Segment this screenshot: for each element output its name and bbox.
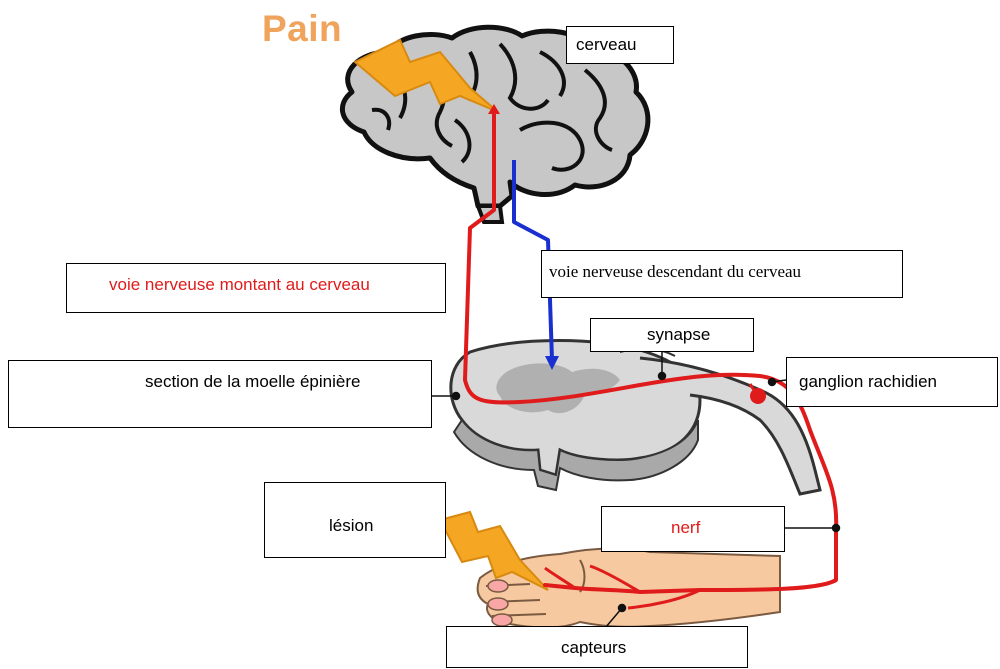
label-voie-descendant-text: voie nerveuse descendant du cerveau [549, 262, 801, 281]
label-nerf: nerf [601, 506, 785, 552]
label-voie-descendant: voie nerveuse descendant du cerveau [541, 250, 903, 298]
spinal-cord-section-icon [451, 341, 820, 495]
label-ganglion-text: ganglion rachidien [799, 372, 937, 391]
label-section-moelle-text: section de la moelle épinière [145, 372, 360, 391]
label-synapse-text: synapse [647, 325, 710, 344]
label-voie-montant: voie nerveuse montant au cerveau [66, 263, 446, 313]
label-voie-montant-text: voie nerveuse montant au cerveau [109, 275, 370, 294]
label-cerveau-text: cerveau [576, 35, 636, 54]
label-section-moelle: section de la moelle épinière [8, 360, 432, 428]
label-nerf-text: nerf [671, 518, 700, 537]
label-synapse: synapse [590, 318, 754, 352]
label-capteurs: capteurs [446, 626, 748, 668]
label-ganglion: ganglion rachidien [786, 357, 998, 407]
label-capteurs-text: capteurs [561, 638, 626, 657]
label-cerveau: cerveau [566, 26, 674, 64]
pain-title: Pain [262, 8, 342, 50]
label-lesion-text: lésion [329, 516, 373, 535]
label-lesion: lésion [264, 482, 446, 558]
